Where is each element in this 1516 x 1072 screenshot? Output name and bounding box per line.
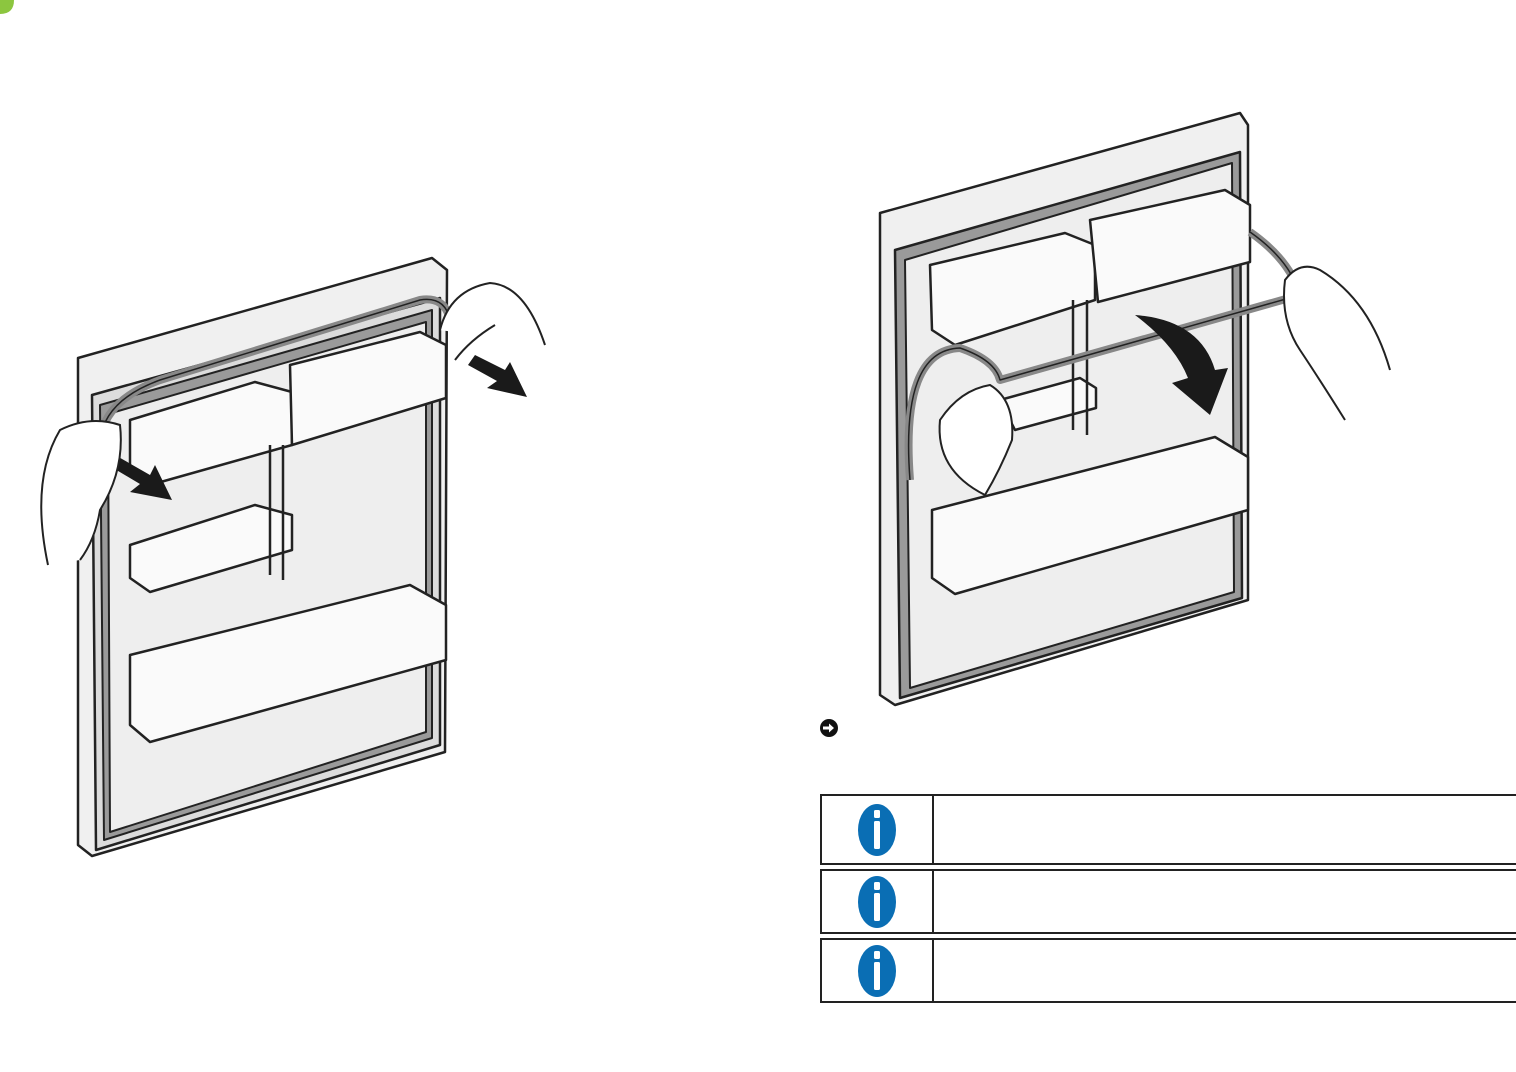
info-icon xyxy=(858,803,896,856)
green-leaf-icon xyxy=(0,0,14,14)
info-note xyxy=(820,938,1516,1003)
arrow-right-circle-icon xyxy=(820,719,838,737)
info-icon-cell xyxy=(822,940,934,1001)
info-icon-cell xyxy=(822,796,934,863)
door-seal-fitting-illustration xyxy=(878,111,1391,707)
info-note-text xyxy=(934,940,1516,1001)
info-note-text xyxy=(934,796,1516,863)
pull-arrow-right xyxy=(468,355,527,397)
info-note xyxy=(820,794,1516,865)
info-note-text xyxy=(934,871,1516,932)
info-icon xyxy=(858,944,896,997)
press-down-arrow xyxy=(1135,315,1228,415)
info-note xyxy=(820,869,1516,934)
door-seal-removal-illustration xyxy=(40,256,546,858)
info-icon-cell xyxy=(822,871,934,932)
info-icon xyxy=(858,875,896,928)
pull-arrow-left xyxy=(108,455,172,500)
